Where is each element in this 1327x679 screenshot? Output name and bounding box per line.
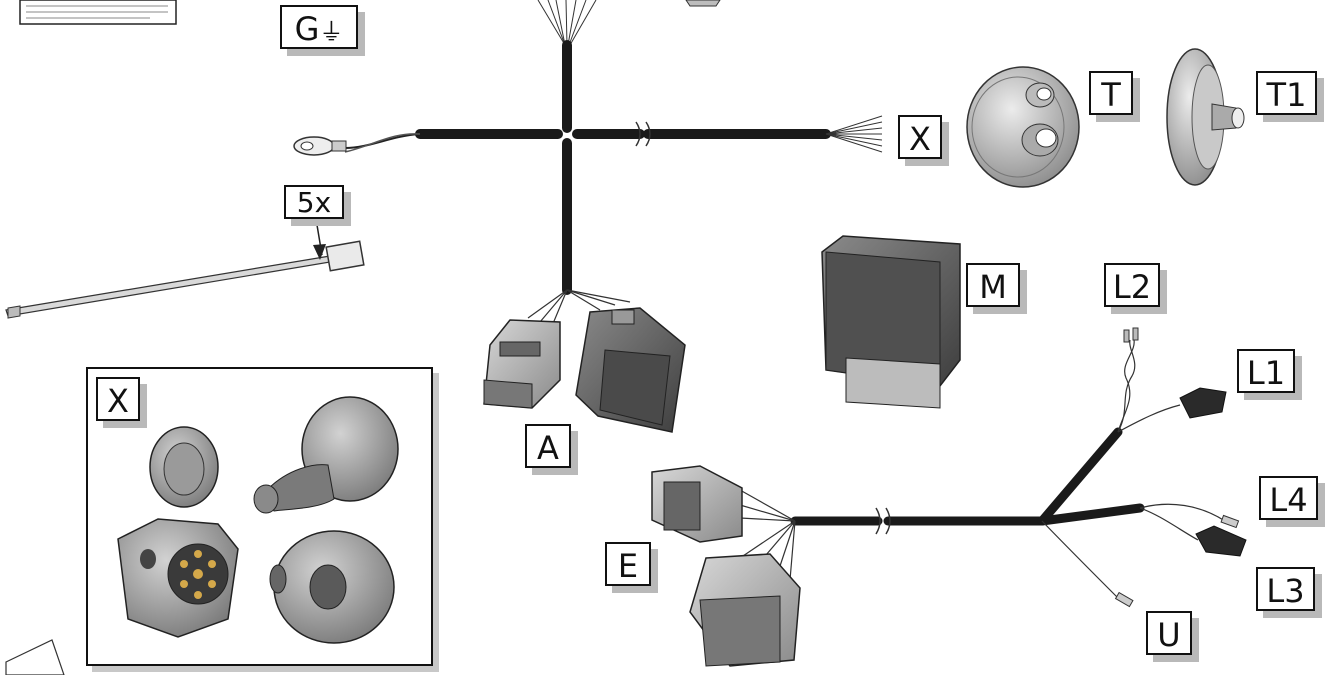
corner-document	[5, 639, 65, 676]
terminal-l4	[1220, 514, 1240, 529]
module-label-m: M	[966, 263, 1020, 307]
connector-label-e: E	[605, 542, 651, 586]
socket-body	[117, 518, 239, 638]
grommet-t	[966, 66, 1080, 188]
gasket-boot	[253, 396, 399, 514]
terminal-u	[1114, 591, 1134, 608]
socket-lid	[149, 426, 219, 508]
ground-label-text: G	[294, 10, 320, 48]
harness-break-mark	[635, 121, 651, 147]
cable-tie	[5, 218, 365, 319]
grommet-label-t: T	[1089, 71, 1133, 115]
wire-label-u: U	[1146, 611, 1192, 655]
wire-label-l4: L4	[1259, 476, 1318, 520]
socket-inset-art	[117, 396, 399, 644]
connector-a-small	[483, 319, 561, 409]
mounting-plate	[269, 530, 395, 644]
inset-label-x: X	[96, 377, 140, 421]
plug-l3	[1195, 525, 1247, 557]
tie-count-label: 5x	[284, 185, 344, 219]
connector-e-small	[651, 465, 743, 543]
harness-open-wires	[825, 115, 883, 153]
connector-a-large	[575, 307, 686, 433]
ground-symbol-icon: ⏚	[319, 18, 344, 46]
ground-label: G⏚	[280, 5, 358, 49]
branch-wires	[1041, 503, 1226, 601]
terminal-label-l2: L2	[1104, 263, 1160, 307]
terminal-l2	[1123, 327, 1139, 343]
open-wires-label-x: X	[898, 115, 942, 159]
ground-ring-terminal	[293, 133, 421, 156]
top-clip-fragment	[685, 0, 721, 7]
module-m	[821, 235, 961, 409]
instruction-leaflet	[19, 0, 177, 25]
top-wire-fan	[537, 0, 597, 46]
plug-l1	[1179, 387, 1227, 419]
socket-inset-panel	[86, 367, 433, 666]
connector-e-large	[689, 553, 801, 667]
twisted-pair-wires	[1117, 339, 1181, 433]
connector-a-wires	[527, 289, 631, 327]
grommet-t1	[1166, 48, 1245, 186]
lower-break-mark	[875, 507, 891, 535]
connector-label-a: A	[525, 424, 571, 468]
plug-label-l3: L3	[1256, 567, 1315, 611]
plug-label-l1: L1	[1237, 349, 1295, 393]
main-harness	[415, 40, 831, 295]
grommet-label-t1: T1	[1256, 71, 1317, 115]
lower-harness	[790, 427, 1145, 526]
